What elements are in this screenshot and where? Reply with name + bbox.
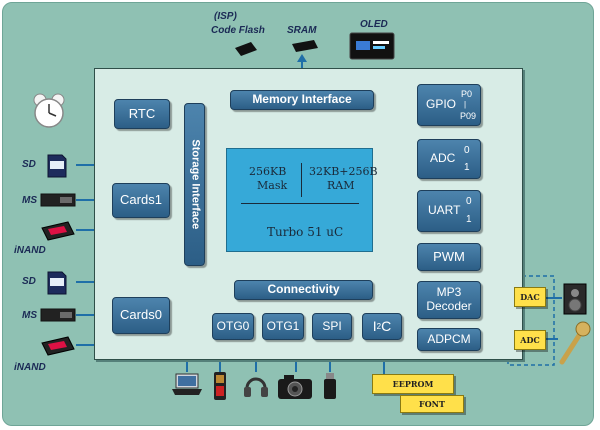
inand-chip-icon-2	[41, 336, 75, 356]
storage-interface-label: Storage Interface	[188, 139, 201, 230]
uart-ch1: 1	[466, 214, 472, 225]
adc-label: ADC	[430, 151, 456, 165]
sram-chip-icon	[292, 40, 318, 52]
sd-label-2: SD	[22, 276, 36, 287]
oled-display-icon	[349, 32, 395, 60]
connectivity-block: Connectivity	[234, 280, 373, 300]
rtc-block: RTC	[114, 99, 170, 129]
oled-label: OLED	[360, 19, 388, 30]
alarm-clock-icon	[33, 93, 65, 128]
font-chip: FONT	[400, 395, 464, 413]
ram-type: RAM	[327, 179, 355, 192]
mp3-label-line1: MP3	[436, 285, 462, 300]
turbo51-core: 256KB Mask 32KB+256B RAM Turbo 51 uC	[226, 148, 378, 252]
ms-label-1: MS	[22, 195, 37, 206]
mobile-phone-icon	[214, 372, 226, 400]
i2c-label-sup: 2	[376, 321, 382, 331]
microphone-icon	[559, 321, 591, 365]
otg1-block: OTG1	[262, 313, 304, 340]
usb-drive-icon	[324, 373, 336, 399]
rom-size: 256KB	[249, 165, 287, 178]
ram-size: 32KB+256B	[309, 165, 378, 178]
core-divider-horizontal	[241, 203, 359, 204]
code-flash-label: Code Flash	[211, 25, 265, 36]
sd-card-icon	[47, 154, 67, 178]
adpcm-block: ADPCM	[417, 328, 481, 351]
gpio-label: GPIO	[426, 97, 457, 111]
cards0-block: Cards0	[112, 297, 170, 334]
i2c-label-i: I	[372, 318, 377, 335]
pwm-block: PWM	[417, 243, 481, 271]
adc-ch0: 0	[464, 145, 470, 156]
adc-chip: ADC	[514, 330, 546, 350]
core-divider-vertical	[301, 163, 302, 197]
spi-label: SPI	[322, 318, 342, 333]
rom-type: Mask	[257, 179, 288, 192]
speaker-icon	[563, 283, 587, 315]
storage-interface-block: Storage Interface	[184, 103, 205, 266]
headphones-icon	[244, 377, 268, 397]
ms-card-icon-2	[40, 308, 76, 322]
spi-block: SPI	[312, 313, 352, 340]
inand-label-2: iNAND	[14, 362, 46, 373]
cards1-block: Cards1	[112, 183, 170, 218]
camera-icon	[278, 375, 312, 399]
ms-card-icon	[40, 193, 76, 207]
ms-label-2: MS	[22, 310, 37, 321]
mp3-label-line2: Decoder	[426, 299, 472, 313]
mp3-decoder-block: MP3 Decoder	[417, 281, 481, 319]
adc-ch1: 1	[464, 162, 470, 173]
dac-chip: DAC	[514, 287, 546, 307]
core-name: Turbo 51 uC	[267, 225, 344, 239]
sd-label-1: SD	[22, 159, 36, 170]
gpio-sep: |	[464, 100, 467, 109]
memory-interface-block: Memory Interface	[230, 90, 374, 110]
uart-block: UART 0 1	[417, 190, 481, 232]
laptop-icon	[172, 373, 202, 395]
uart-label: UART	[428, 203, 461, 217]
eeprom-chip: EEPROM	[372, 374, 454, 394]
gpio-p09: P09	[460, 111, 477, 121]
otg0-block: OTG0	[212, 313, 254, 340]
flash-chip-icon	[235, 42, 257, 56]
isp-label: (ISP)	[214, 11, 237, 22]
inand-label-1: iNAND	[14, 245, 46, 256]
adc-block: ADC 0 1	[417, 139, 481, 179]
uart-ch0: 0	[466, 196, 472, 207]
inand-chip-icon	[41, 221, 75, 241]
i2c-label-c: C	[381, 318, 392, 335]
sd-card-icon-2	[47, 271, 67, 295]
sram-label: SRAM	[287, 25, 317, 36]
gpio-p0: P0	[461, 89, 473, 99]
gpio-block: GPIO P0 | P09	[417, 84, 481, 126]
